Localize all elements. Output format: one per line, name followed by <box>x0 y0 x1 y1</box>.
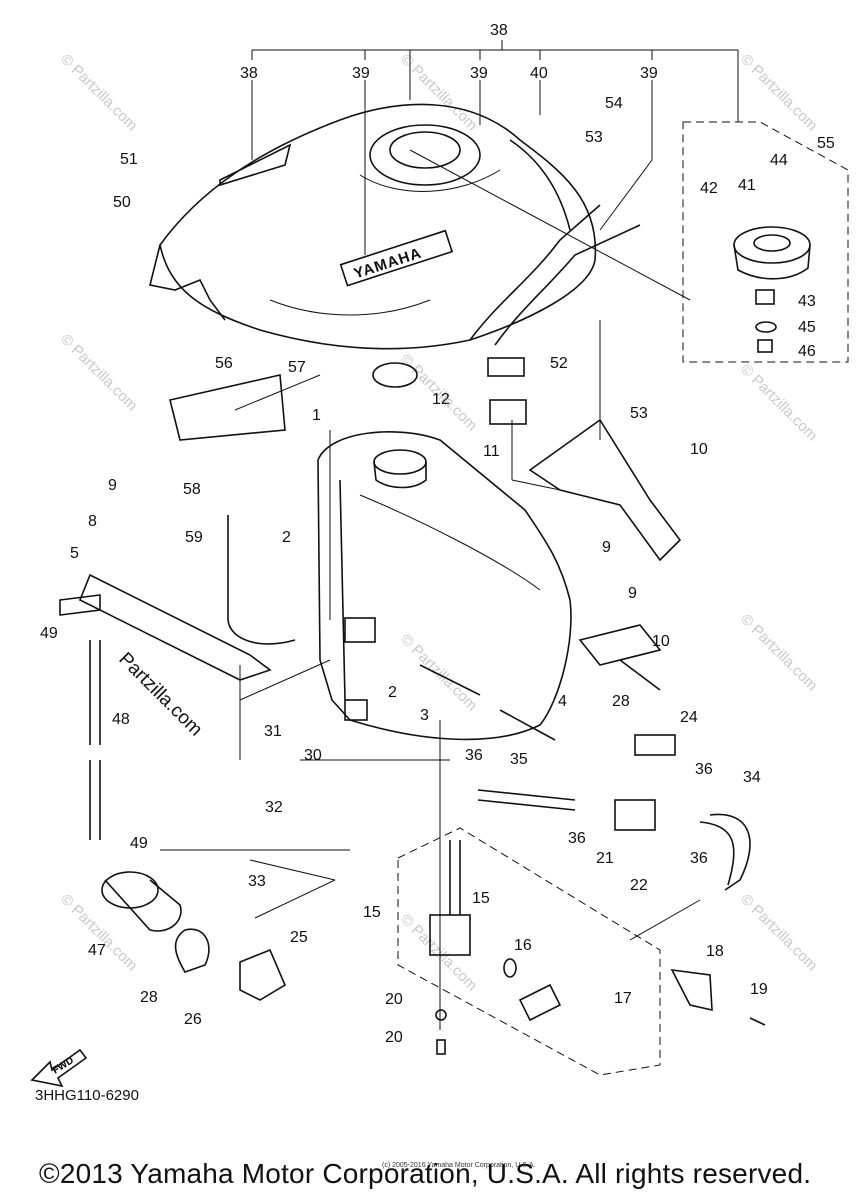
callout-13: 11 <box>483 443 500 460</box>
callout-1: 1 <box>312 407 321 424</box>
callout-46: 46 <box>798 343 816 360</box>
callout-16: 15 <box>472 890 490 907</box>
callout-31: 31 <box>264 723 282 740</box>
tank-cover: YAMAHA <box>149 103 641 350</box>
callout-22: 20 <box>385 1029 403 1046</box>
tank-brand-emblem: YAMAHA <box>352 245 424 283</box>
callout-3: 3 <box>420 707 429 724</box>
callout-41: 41 <box>738 177 756 194</box>
callout-5: 5 <box>70 545 79 562</box>
callout-56: 55 <box>817 135 835 152</box>
watermark: © Partzilla.com <box>737 891 820 974</box>
callout-27: 26 <box>184 1011 202 1028</box>
callout-45: 45 <box>798 319 816 336</box>
callout-25: 24 <box>680 709 698 726</box>
callout-17: 16 <box>514 937 532 954</box>
callout-26: 25 <box>290 929 308 946</box>
callout-8: 9 <box>108 477 117 494</box>
fuel-tank <box>317 431 572 741</box>
callout-28: 28 <box>140 989 158 1006</box>
callout-21: 20 <box>385 991 403 1008</box>
callout-9: 9 <box>628 585 637 602</box>
callout-42: 42 <box>700 180 718 197</box>
callout-33: 34 <box>743 769 761 786</box>
callout-57: 56 <box>215 355 233 372</box>
watermark: © Partzilla.com <box>57 51 140 134</box>
callout-39: 39 <box>470 65 488 82</box>
callout-15: 15 <box>363 904 381 921</box>
callout-54: 53 <box>585 129 603 146</box>
small-copyright-note: (c) 2005-2016 Yamaha Motor Corporation, … <box>382 1162 536 1169</box>
diagram-code: 3HHG110-6290 <box>35 1087 139 1104</box>
callout-2: 2 <box>388 684 397 701</box>
brackets <box>59 357 682 756</box>
fuel-cock <box>429 840 766 1055</box>
callout-40: 40 <box>530 65 548 82</box>
callout-24: 22 <box>630 877 648 894</box>
callout-38: 38 <box>240 65 258 82</box>
watermark: © Partzilla.com <box>57 891 140 974</box>
callout-35: 36 <box>690 850 708 867</box>
group-bracket-37 <box>251 40 739 122</box>
callout-53: 53 <box>630 405 648 422</box>
callout-37: 38 <box>490 22 508 39</box>
callout-11: 9 <box>602 539 611 556</box>
watermark: © Partzilla.com <box>397 631 480 714</box>
group-outline-15 <box>397 827 661 1076</box>
callout-36: 36 <box>695 761 713 778</box>
callout-48: 48 <box>112 711 130 728</box>
callout-39: 39 <box>640 65 658 82</box>
copyright-notice: ©2013 Yamaha Motor Corporation, U.S.A. A… <box>39 1158 812 1189</box>
callout-12: 10 <box>690 441 708 458</box>
callout-18: 17 <box>614 990 632 1007</box>
callout-58: 57 <box>288 359 306 376</box>
callout-50: 50 <box>113 194 131 211</box>
watermark: © Partzilla.com <box>57 331 140 414</box>
callout-layer: 38 38 39 39 40 39 54 53 51 50 55 44 42 4… <box>40 22 835 1046</box>
callout-51: 51 <box>120 151 138 168</box>
watermark: © Partzilla.com <box>737 361 820 444</box>
callout-10: 10 <box>652 633 670 650</box>
callout-38: 39 <box>352 65 370 82</box>
callout-55: 54 <box>605 95 623 112</box>
watermark: © Partzilla.com <box>737 611 820 694</box>
callout-49: 49 <box>40 625 58 642</box>
callout-14: 12 <box>432 391 450 408</box>
callout-36: 36 <box>465 747 483 764</box>
callout-19: 18 <box>706 943 724 960</box>
hoses <box>89 515 751 891</box>
group-outline-41-46 <box>682 121 849 363</box>
callout-30: 32 <box>265 799 283 816</box>
callout-34: 35 <box>510 751 528 768</box>
callout-29: 30 <box>304 747 322 764</box>
fuel-pump <box>101 871 287 1001</box>
callout-2: 2 <box>282 529 291 546</box>
fwd-arrow: FWD <box>30 1048 88 1088</box>
callout-60: 59 <box>185 529 203 546</box>
callout-49: 49 <box>130 835 148 852</box>
leader-lines <box>160 80 701 1030</box>
fuel-cap-ring <box>733 226 811 353</box>
callout-28: 28 <box>612 693 630 710</box>
callout-44: 44 <box>770 152 788 169</box>
callout-36: 36 <box>568 830 586 847</box>
callout-59: 58 <box>183 481 201 498</box>
callout-47: 47 <box>88 942 106 959</box>
callout-52: 52 <box>550 355 568 372</box>
callout-20: 19 <box>750 981 768 998</box>
callout-43: 43 <box>798 293 816 310</box>
callout-32: 33 <box>248 873 266 890</box>
callout-4: 4 <box>558 693 567 710</box>
callout-7: 8 <box>88 513 97 530</box>
watermark: © Partzilla.com <box>397 911 480 994</box>
callout-23: 21 <box>596 850 614 867</box>
